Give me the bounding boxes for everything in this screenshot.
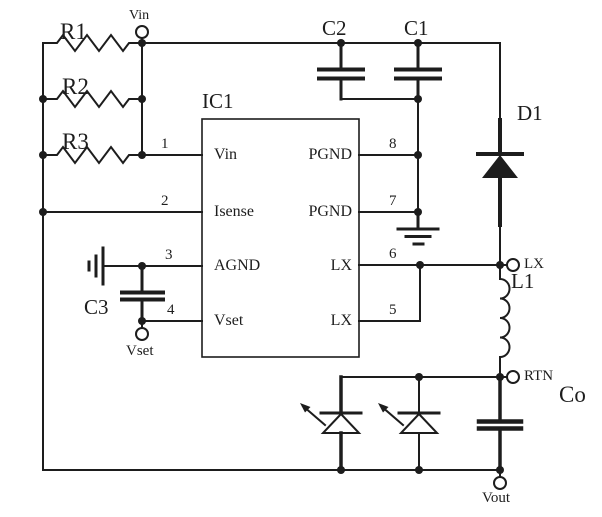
terminal-circles — [135, 25, 520, 490]
led1-symbol — [300, 375, 363, 472]
ic-pin-name-isense: Isense — [214, 203, 254, 220]
label-l1: L1 — [511, 269, 535, 293]
label-c3: C3 — [84, 295, 109, 319]
ic-pin-name-lx-6: LX — [330, 257, 352, 274]
label-co: Co — [559, 382, 586, 407]
ic-body — [201, 118, 360, 358]
vin-terminal-circle — [135, 25, 149, 39]
label-ic1: IC1 — [202, 89, 234, 113]
label-c1: C1 — [404, 16, 429, 40]
ic-pin-name-pgnd-8: PGND — [308, 146, 352, 163]
diode-d1-symbol — [476, 118, 524, 227]
label-r2: R2 — [62, 74, 89, 99]
label-vset-terminal: Vset — [126, 343, 154, 359]
label-rtn-terminal: RTN — [524, 368, 554, 384]
ic-pin-number-2: 2 — [161, 193, 169, 209]
capacitor-c1-symbol — [394, 41, 442, 101]
ic-pin-number-3: 3 — [165, 247, 173, 263]
ground-left-icon — [87, 246, 105, 286]
rtn-terminal-circle — [506, 370, 520, 384]
ic-pin-name-pgnd-7: PGND — [308, 203, 352, 220]
ic-pin-name-vin: Vin — [214, 146, 238, 163]
label-r3: R3 — [62, 129, 89, 154]
vset-terminal-circle — [135, 327, 149, 341]
wires — [42, 37, 508, 478]
inductor-l1-symbol — [498, 277, 511, 359]
label-c2: C2 — [322, 16, 347, 40]
vout-terminal-circle — [493, 476, 507, 490]
ic-pin-number-4: 4 — [167, 302, 175, 318]
capacitor-c2-symbol — [317, 41, 365, 101]
led2-symbol — [378, 376, 441, 471]
ic-pin-number-1: 1 — [161, 136, 169, 152]
ic-pin-number-8: 8 — [389, 136, 397, 152]
capacitor-co-symbol — [476, 375, 524, 472]
ic-pin-number-6: 6 — [389, 246, 397, 262]
label-d1: D1 — [517, 101, 543, 125]
resistor-r3-symbol — [42, 145, 203, 165]
ic-pin-name-vset: Vset — [214, 312, 244, 329]
label-r1: R1 — [60, 19, 87, 44]
label-lx-terminal: LX — [524, 256, 544, 272]
lx-terminal-circle — [506, 258, 520, 272]
label-vout-terminal: Vout — [482, 490, 511, 506]
capacitor-c3-symbol — [120, 264, 165, 323]
junction-dots — [39, 39, 504, 474]
ic-pin-name-lx-5: LX — [330, 312, 352, 329]
ic-pin-number-7: 7 — [389, 193, 397, 209]
ic-pin-name-agnd: AGND — [214, 257, 261, 274]
resistor-r1-symbol — [42, 33, 143, 53]
label-vin-terminal: Vin — [129, 8, 150, 23]
ic-pin-number-5: 5 — [389, 302, 397, 318]
resistor-r2-symbol — [42, 89, 143, 109]
ground-icon — [396, 210, 440, 246]
